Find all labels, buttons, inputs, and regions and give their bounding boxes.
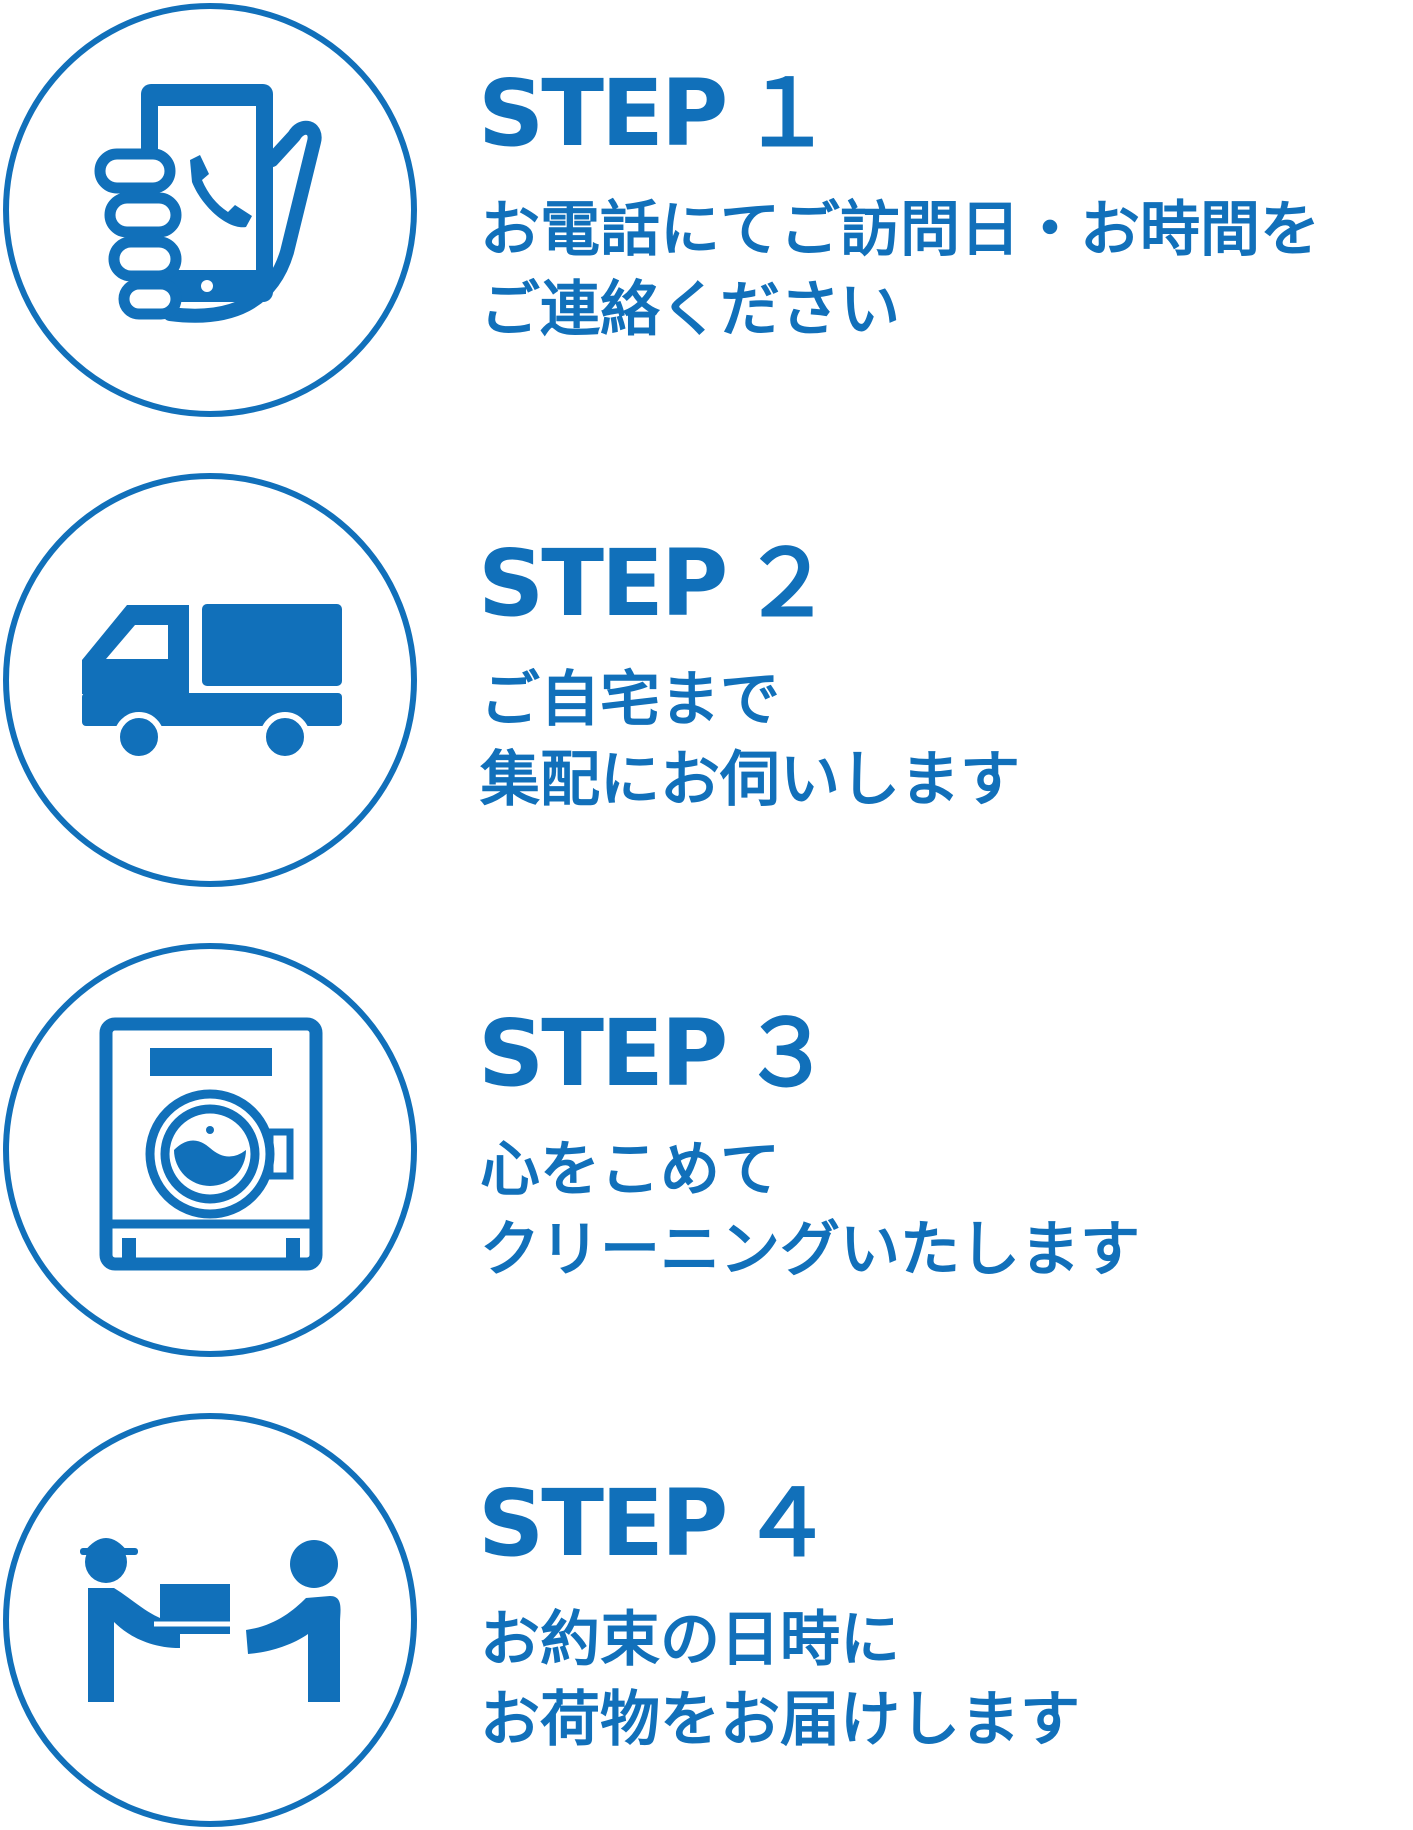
step-3-icon-circle [3,943,417,1357]
step-4-description-line-2: お荷物をお届けします [480,1685,1080,1755]
smartphone-in-hand-icon [94,84,322,323]
step-3: STEP ３ 心をこめて クリーニングいたします [0,940,1413,1360]
step-3-description-line-1: 心をこめて [480,1135,780,1205]
step-2-description-line-1: ご自宅まで [480,665,780,735]
step-2: STEP ２ ご自宅まで 集配にお伺いします [0,470,1413,890]
step-2-title: STEP ２ [478,530,833,637]
step-1-icon-circle [3,3,417,417]
step-2-icon-circle [3,473,417,887]
step-1-description-line-2: ご連絡ください [480,275,900,345]
package-handover-icon [80,1538,341,1702]
step-2-description: ご自宅まで 集配にお伺いします [480,660,1020,820]
step-3-description: 心をこめて クリーニングいたします [480,1130,1140,1290]
step-2-description-line-2: 集配にお伺いします [480,745,1020,815]
step-3-description-line-2: クリーニングいたします [480,1215,1140,1285]
step-4: STEP ４ お約束の日時に お荷物をお届けします [0,1410,1413,1830]
delivery-truck-icon [82,604,342,762]
step-4-title: STEP ４ [478,1470,833,1577]
step-1: STEP １ お電話にてご訪問日・お時間を ご連絡ください [0,0,1413,420]
step-1-description: お電話にてご訪問日・お時間を ご連絡ください [480,190,1320,350]
step-3-title: STEP ３ [478,1000,833,1107]
washing-machine-icon [99,1017,323,1271]
step-4-icon-circle [3,1413,417,1827]
step-4-description: お約束の日時に お荷物をお届けします [480,1600,1080,1760]
step-1-title: STEP １ [478,60,833,167]
step-1-description-line-1: お電話にてご訪問日・お時間を [480,195,1320,265]
step-4-description-line-1: お約束の日時に [480,1605,900,1675]
